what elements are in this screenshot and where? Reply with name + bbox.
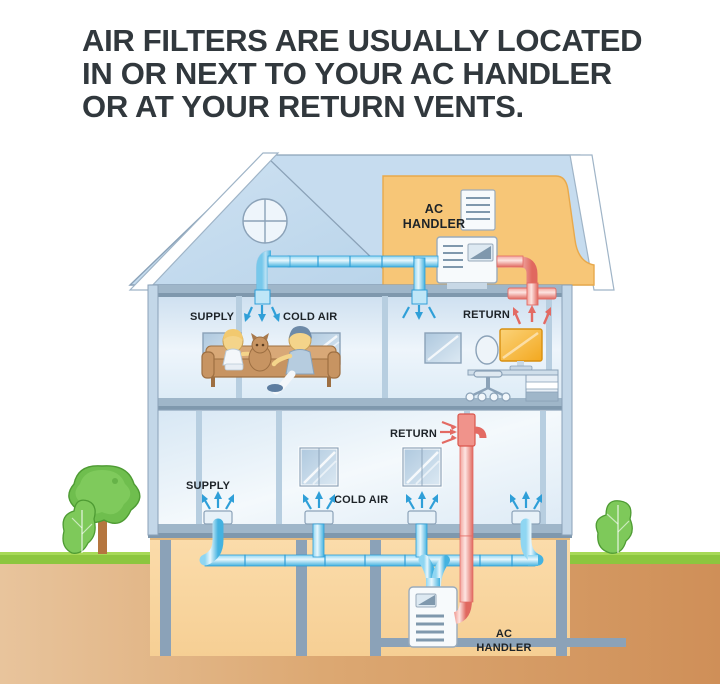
attic-supply-duct: [244, 250, 439, 322]
basement-ac-handler: AC HANDLER: [408, 586, 531, 654]
attic-ac-handler: AC HANDLER: [403, 189, 498, 289]
basement-beam: [296, 536, 307, 656]
upper-return-duct: [496, 255, 557, 325]
basement-supply-ductwork: [199, 518, 544, 592]
attic-ac-handler-label-line1: AC: [425, 202, 443, 216]
attic-ac-handler-label-line2: HANDLER: [403, 217, 466, 231]
left-shrub: [62, 499, 96, 554]
lower-floor-windows: [298, 446, 443, 488]
page-title: AIR FILTERS ARE USUALLY LOCATED IN OR NE…: [82, 24, 662, 123]
basement-beam: [556, 536, 567, 656]
lower-cold-air-label: COLD AIR: [334, 494, 388, 506]
attic-round-window: [242, 198, 288, 244]
lower-supply-label: SUPPLY: [186, 480, 231, 492]
basement-beam: [370, 536, 381, 656]
dog: [248, 333, 272, 372]
home-office-scene: [424, 328, 559, 402]
basement-return-duct: [453, 535, 474, 624]
basement-beam: [160, 536, 171, 656]
basement-ac-handler-label-line2: HANDLER: [476, 642, 531, 654]
lower-return-label: RETURN: [390, 428, 437, 440]
upper-return-label: RETURN: [463, 309, 510, 321]
headline-line-3: OR AT YOUR RETURN VENTS.: [82, 89, 524, 124]
floor-vent: [510, 491, 542, 525]
office-chair: [465, 335, 511, 402]
floor-vents: [202, 491, 542, 525]
living-room-scene: [201, 326, 341, 395]
basement: [150, 536, 626, 656]
monitor: [499, 328, 543, 371]
air-filter-panel: [460, 189, 496, 231]
upper-cold-air-label: COLD AIR: [283, 311, 337, 323]
upper-supply-label: SUPPLY: [190, 311, 235, 323]
right-shrub: [595, 500, 633, 554]
floor-vent: [202, 491, 234, 525]
headline-line-2: IN OR NEXT TO YOUR AC HANDLER: [82, 56, 612, 91]
basement-ac-handler-label-line1: AC: [496, 628, 512, 640]
headline-line-1: AIR FILTERS ARE USUALLY LOCATED: [82, 23, 643, 58]
person-right: [267, 326, 315, 395]
